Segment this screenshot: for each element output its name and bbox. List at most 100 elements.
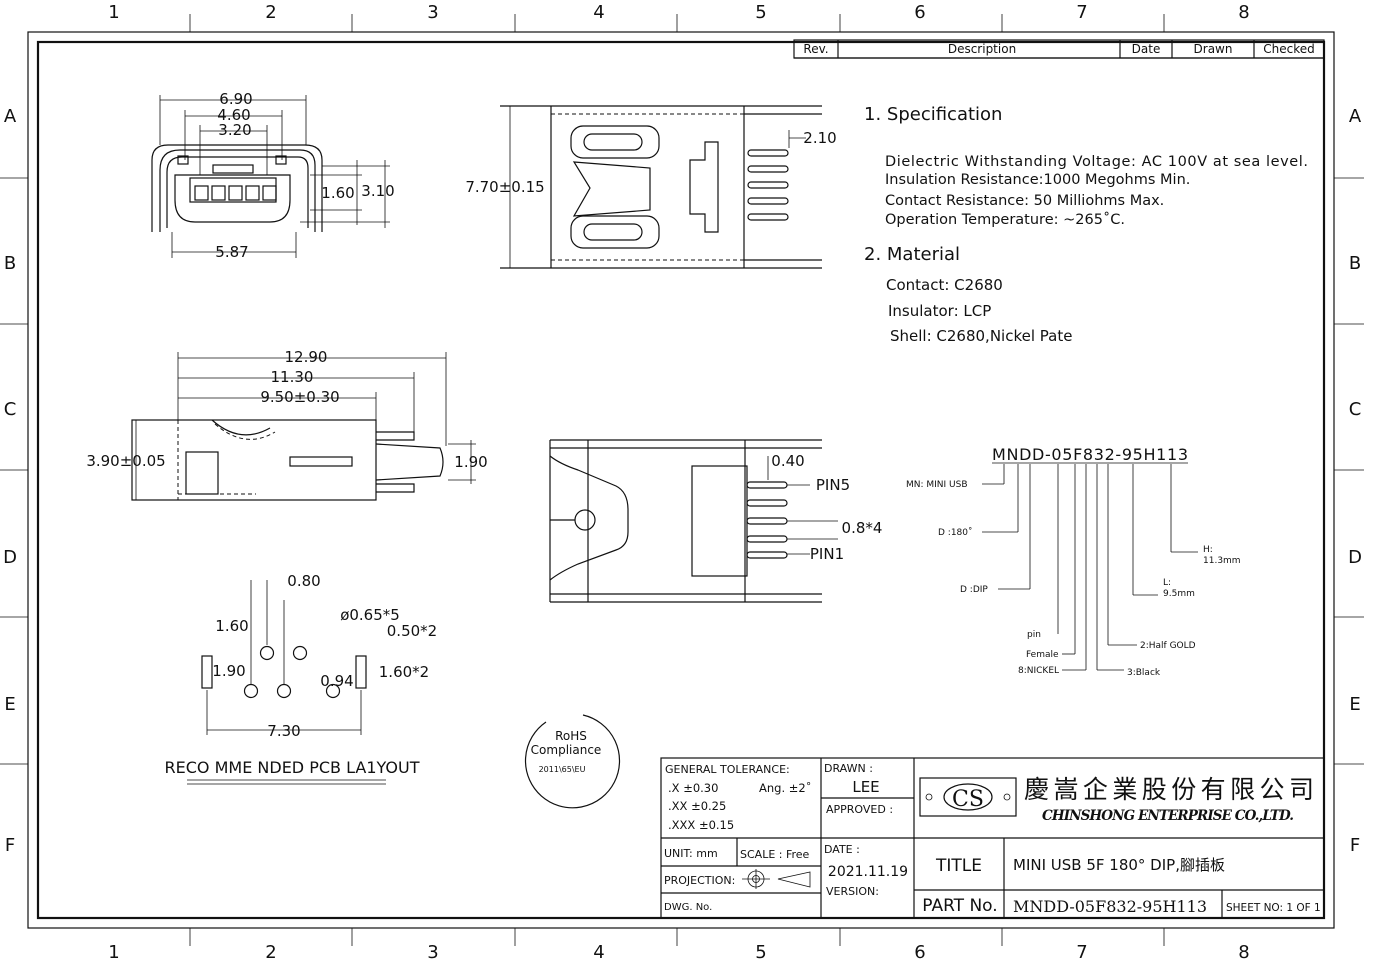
row-label: B bbox=[1349, 253, 1361, 274]
row-label: A bbox=[1349, 106, 1362, 127]
material-line: Contact: C2680 bbox=[886, 276, 1003, 294]
col-label: 8 bbox=[1238, 942, 1249, 963]
pin5-label: PIN5 bbox=[816, 476, 850, 494]
row-label: E bbox=[4, 694, 15, 715]
dim-4-60: 4.60 bbox=[217, 106, 250, 124]
part-no-label: PART No. bbox=[922, 896, 997, 916]
dim-1-60x2: 1.60*2 bbox=[379, 663, 429, 681]
sheet-number: SHEET NO: 1 OF 1 bbox=[1226, 902, 1321, 914]
col-label: 3 bbox=[427, 942, 438, 963]
rohs-line1: RoHS bbox=[555, 729, 587, 743]
col-label: 7 bbox=[1076, 2, 1087, 23]
rev-header: Rev. bbox=[803, 42, 828, 56]
drawn-label: DRAWN : bbox=[824, 762, 873, 775]
dim-7-30: 7.30 bbox=[267, 722, 300, 740]
col-label: 8 bbox=[1238, 2, 1249, 23]
code-label-gold: 2:Half GOLD bbox=[1140, 641, 1196, 651]
col-label: 1 bbox=[108, 942, 119, 963]
dim-3-90: 3.90±0.05 bbox=[86, 452, 165, 470]
title-label: TITLE bbox=[935, 856, 982, 876]
bottom-view bbox=[549, 439, 838, 603]
row-label: B bbox=[4, 253, 16, 274]
material-line: Shell: C2680,Nickel Pate bbox=[890, 327, 1072, 345]
row-label: C bbox=[1349, 399, 1362, 420]
dim-hole-0-65: ø0.65*5 bbox=[340, 606, 400, 624]
col-label: 6 bbox=[914, 942, 925, 963]
front-view bbox=[151, 95, 390, 258]
tolerance-x: .X ±0.30 bbox=[668, 781, 718, 795]
top-view-dims: 7.70±0.15 2.10 bbox=[465, 129, 836, 196]
company-name-en: CHINSHONG ENTERPRISE CO.,LTD. bbox=[1042, 808, 1294, 824]
code-label-female: Female bbox=[1026, 650, 1059, 660]
specification-block: 1. Specification Dielectric Withstanding… bbox=[864, 104, 1308, 345]
front-view-dims: 6.90 4.60 3.20 1.60 3.10 5.87 bbox=[215, 90, 394, 261]
material-line: Insulator: LCP bbox=[888, 302, 991, 320]
code-label-l: L: bbox=[1163, 578, 1171, 588]
dim-0-94: 0.94 bbox=[320, 672, 353, 690]
title-block bbox=[660, 757, 1325, 919]
row-label: F bbox=[1350, 835, 1360, 856]
title-value: MINI USB 5F 180° DIP,腳插板 bbox=[1013, 856, 1225, 874]
tolerance-xx: .XX ±0.25 bbox=[668, 799, 726, 813]
row-label: D bbox=[1348, 547, 1362, 568]
col-label: 3 bbox=[427, 2, 438, 23]
dim-1-90: 1.90 bbox=[454, 453, 487, 471]
code-label-l-value: 9.5mm bbox=[1163, 589, 1195, 599]
dim-7-70: 7.70±0.15 bbox=[465, 178, 544, 196]
part-no-value: MNDD-05F832-95H113 bbox=[1013, 897, 1207, 916]
approved-label: APPROVED : bbox=[826, 803, 893, 816]
dim-12-90: 12.90 bbox=[285, 348, 328, 366]
company-logo: CS bbox=[952, 787, 984, 812]
drawn-value: LEE bbox=[852, 778, 879, 796]
spec-line: Insulation Resistance:1000 Megohms Min. bbox=[885, 172, 1190, 188]
row-label: E bbox=[1349, 694, 1360, 715]
date-header: Date bbox=[1132, 42, 1161, 56]
row-labels-right: A B C D E F bbox=[1348, 106, 1362, 856]
code-label-mn: MN: MINI USB bbox=[906, 480, 968, 490]
dim-3-20: 3.20 bbox=[218, 121, 251, 139]
projection-label: PROJECTION: bbox=[664, 874, 735, 887]
code-label-h: H: bbox=[1203, 545, 1213, 555]
pcb-layout bbox=[187, 580, 386, 785]
scale-label: SCALE : Free bbox=[740, 848, 810, 861]
dim-11-30: 11.30 bbox=[271, 368, 314, 386]
code-label-ddip: D :DIP bbox=[960, 585, 988, 595]
code-label-h-value: 11.3mm bbox=[1203, 556, 1241, 566]
rohs-stamp: RoHS Compliance 2011\65\EU bbox=[524, 714, 621, 809]
col-label: 2 bbox=[265, 942, 276, 963]
company-name-cn: 慶嵩企業股份有限公司 bbox=[1024, 775, 1314, 804]
unit-label: UNIT: mm bbox=[664, 847, 718, 860]
col-label: 4 bbox=[593, 2, 604, 23]
col-label: 5 bbox=[755, 942, 766, 963]
row-label: D bbox=[3, 547, 17, 568]
spec-line: Contact Resistance: 50 Milliohms Max. bbox=[885, 193, 1164, 209]
version-label: VERSION: bbox=[826, 885, 879, 898]
tolerance-xxx: .XXX ±0.15 bbox=[668, 818, 734, 832]
col-label: 1 bbox=[108, 2, 119, 23]
side-view bbox=[131, 352, 476, 501]
col-label: 5 bbox=[755, 2, 766, 23]
title-block-text: GENERAL TOLERANCE: .X ±0.30 .XX ±0.25 .X… bbox=[664, 762, 1321, 916]
material-heading: 2. Material bbox=[864, 244, 960, 265]
pcb-layout-title: RECO MME NDED PCB LA1YOUT bbox=[165, 758, 420, 777]
code-label-nickel: 8:NICKEL bbox=[1018, 666, 1059, 676]
top-view bbox=[500, 105, 822, 269]
bottom-view-dims: 0.40 0.8*4 PIN5 PIN1 bbox=[771, 452, 882, 563]
checked-header: Checked bbox=[1263, 42, 1315, 56]
col-label: 2 bbox=[265, 2, 276, 23]
col-label: 7 bbox=[1076, 942, 1087, 963]
part-code: MNDD-05F832-95H113 bbox=[992, 445, 1188, 464]
spec-heading: 1. Specification bbox=[864, 104, 1002, 125]
general-tolerance-label: GENERAL TOLERANCE: bbox=[665, 763, 790, 776]
row-label: C bbox=[4, 399, 17, 420]
code-label-black: 3:Black bbox=[1127, 668, 1161, 678]
description-header: Description bbox=[948, 42, 1016, 56]
date-label: DATE : bbox=[824, 843, 860, 856]
dim-1-90: 1.90 bbox=[212, 662, 245, 680]
date-value: 2021.11.19 bbox=[828, 864, 908, 880]
zone-ticks bbox=[0, 14, 1364, 946]
col-label: 6 bbox=[914, 2, 925, 23]
dim-5-87: 5.87 bbox=[215, 243, 248, 261]
col-label: 4 bbox=[593, 942, 604, 963]
part-code-breakdown: MNDD-05F832-95H113 MN: MINI USB D :180˚ … bbox=[906, 445, 1241, 678]
